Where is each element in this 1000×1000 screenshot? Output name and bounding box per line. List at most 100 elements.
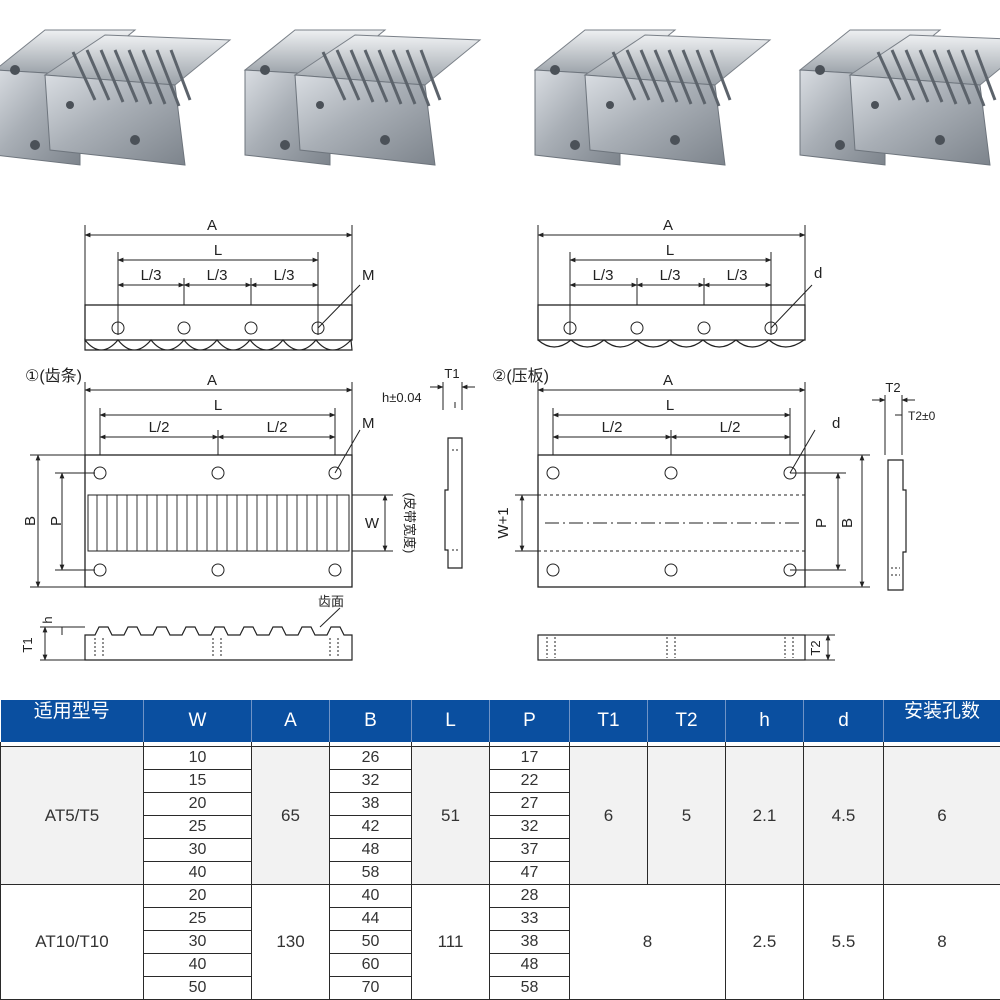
group1-P: 27 <box>489 792 570 816</box>
plate-caption: ②(压板) <box>492 367 549 385</box>
header-B: B <box>329 700 412 742</box>
group2-P: 38 <box>489 930 570 954</box>
header-A: A <box>251 700 330 742</box>
rack-dim-T1: T1 <box>444 366 459 381</box>
group1-B: 26 <box>329 746 412 770</box>
table-row: 30 48 37 <box>1 838 1000 862</box>
group1-W: 25 <box>143 815 252 839</box>
table-row: 20 38 27 <box>1 792 1000 816</box>
group2-W: 40 <box>143 953 252 977</box>
rack-top-dim-A: A <box>207 217 217 234</box>
header-d: d <box>803 700 884 742</box>
rack-top-dim-L3-1: L/3 <box>141 267 162 284</box>
table-row: 25 44 33 <box>1 907 1000 931</box>
rack-dim-W: W <box>365 515 380 532</box>
table-row: AT5/T5 10 65 26 51 17 6 5 2.1 4.5 6 <box>0 746 1000 885</box>
group1-A: 65 <box>251 746 330 885</box>
group1-P: 47 <box>489 861 570 885</box>
product-photo-3 <box>533 28 772 167</box>
rack-caption: ①(齿条) <box>25 367 82 385</box>
rack-top-dim-L: L <box>214 242 222 259</box>
rack-front-dim-A: A <box>207 372 217 389</box>
group2-B: 60 <box>329 953 412 977</box>
plate-dim-T2: T2 <box>885 380 900 395</box>
group2-P: 33 <box>489 907 570 931</box>
table-row: 40 60 48 <box>1 953 1000 977</box>
group1-W: 10 <box>143 746 252 770</box>
plate-tol-T2: T2±0 <box>908 409 936 423</box>
group1-B: 32 <box>329 769 412 793</box>
group1-B: 48 <box>329 838 412 862</box>
group1-T2: 5 <box>647 746 726 885</box>
table-row: AT10/T10 20 130 40 111 28 8 2.5 5.5 8 <box>0 884 1000 1000</box>
plate-top-dim-L3-1: L/3 <box>593 267 614 284</box>
group1-W: 15 <box>143 769 252 793</box>
rack-top-dim-L3-3: L/3 <box>274 267 295 284</box>
group2-W: 25 <box>143 907 252 931</box>
group2-holes: 8 <box>883 884 1000 1000</box>
group2-B: 40 <box>329 884 412 908</box>
plate-top-dim-L3-3: L/3 <box>727 267 748 284</box>
group1-W: 30 <box>143 838 252 862</box>
product-photo-4 <box>798 28 1000 167</box>
group2-d: 5.5 <box>803 884 884 1000</box>
plate-front-hole-label: d <box>832 415 840 432</box>
group2-B: 70 <box>329 976 412 1000</box>
header-W: W <box>143 700 252 742</box>
group2-P: 58 <box>489 976 570 1000</box>
group1-P: 22 <box>489 769 570 793</box>
header-L: L <box>411 700 490 742</box>
product-photos <box>0 28 1000 167</box>
group2-W: 30 <box>143 930 252 954</box>
group2-P: 48 <box>489 953 570 977</box>
group2-h: 2.5 <box>725 884 804 1000</box>
header-h: h <box>725 700 804 742</box>
plate-front-dim-L2-1: L/2 <box>602 419 623 436</box>
plate-dim-W1: W+1 <box>495 507 512 538</box>
plate-top-dim-A: A <box>663 217 673 234</box>
group2-B: 50 <box>329 930 412 954</box>
group1-P: 32 <box>489 815 570 839</box>
rack-belt-width-note: (皮带宽度) <box>402 493 417 554</box>
group1-B: 42 <box>329 815 412 839</box>
rack-front-dim-L2-2: L/2 <box>267 419 288 436</box>
technical-drawing: A L L/3 L/3 L/3 M ①(齿条) A L L/2 L/2 M B … <box>20 217 936 661</box>
header-T2: T2 <box>647 700 726 742</box>
plate-dim-T2-side: T2 <box>808 640 823 655</box>
group1-L: 51 <box>411 746 490 885</box>
group1-P: 17 <box>489 746 570 770</box>
plate-front-dim-L: L <box>666 397 674 414</box>
group2-A: 130 <box>251 884 330 1000</box>
group2-W: 50 <box>143 976 252 1000</box>
table-header-row: 适用型号 W A B L P T1 T2 h d 安装孔数 <box>0 700 1000 742</box>
group2-W: 20 <box>143 884 252 908</box>
plate-dim-P: P <box>813 518 830 528</box>
group1-B: 38 <box>329 792 412 816</box>
header-T1: T1 <box>569 700 648 742</box>
group1-W: 20 <box>143 792 252 816</box>
rack-dim-h: h <box>40 616 55 623</box>
group2-model: AT10/T10 <box>0 884 144 1000</box>
group1-holes: 6 <box>883 746 1000 885</box>
header-P: P <box>489 700 570 742</box>
group2-P: 28 <box>489 884 570 908</box>
header-model: 适用型号 <box>0 700 144 742</box>
table-row: 50 70 58 <box>1 976 1000 1000</box>
group1-T1: 6 <box>569 746 648 885</box>
table-row: 40 58 47 <box>1 861 1000 885</box>
plate-dim-B: B <box>839 518 856 528</box>
rack-front-hole-label: M <box>362 415 375 432</box>
group1-B: 58 <box>329 861 412 885</box>
spec-table: 适用型号 W A B L P T1 T2 h d 安装孔数 AT5/T5 10 … <box>0 700 1000 1000</box>
group1-h: 2.1 <box>725 746 804 885</box>
plate-top-dim-L3-2: L/3 <box>660 267 681 284</box>
group1-W: 40 <box>143 861 252 885</box>
rack-tooth-face: 齿面 <box>318 594 344 609</box>
group2-B: 44 <box>329 907 412 931</box>
rack-dim-B: B <box>22 516 39 526</box>
group1-model: AT5/T5 <box>0 746 144 885</box>
rack-front-dim-L2-1: L/2 <box>149 419 170 436</box>
group2-L: 111 <box>411 884 490 1000</box>
plate-top-hole-label: d <box>814 265 822 282</box>
plate-front-dim-L2-2: L/2 <box>720 419 741 436</box>
